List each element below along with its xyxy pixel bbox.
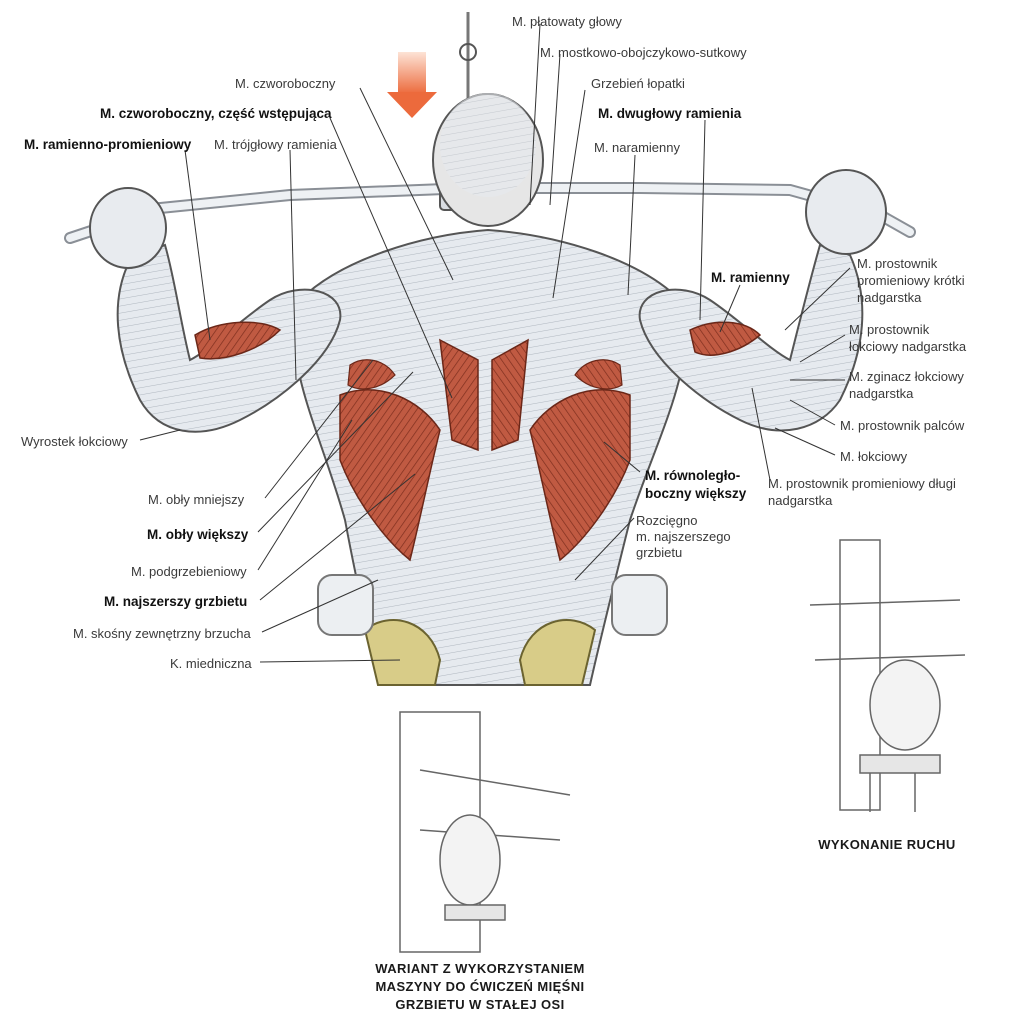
label-rownoleglo-1: M. równoległo- <box>645 468 741 483</box>
label-wyrostek: Wyrostek łokciowy <box>21 434 128 449</box>
label-m-dwuglowy: M. dwugłowy ramienia <box>598 106 742 121</box>
direction-arrow-icon <box>387 52 437 118</box>
left-arm <box>89 187 342 433</box>
label-m-obly-mniejszy: M. obły mniejszy <box>148 492 245 507</box>
label-m-skosny: M. skośny zewnętrzny brzucha <box>73 626 251 641</box>
label-m-czworoboczny: M. czworoboczny <box>235 76 336 91</box>
label-rownoleglo-2: boczny większy <box>645 486 747 501</box>
label-m-platowaty: M. płatowaty głowy <box>512 14 622 29</box>
label-prost-krotki-3: nadgarstka <box>857 290 922 305</box>
caption-wariant-3: GRZBIETU W STAŁEJ OSI <box>395 997 565 1012</box>
leader-lines <box>139 23 851 663</box>
label-prost-krotki-2: promieniowy krótki <box>857 273 965 288</box>
label-k-miedniczna: K. miedniczna <box>170 656 252 671</box>
label-m-najszerszy: M. najszerszy grzbietu <box>104 594 248 609</box>
label-m-obly-wiekszy: M. obły większy <box>147 527 249 542</box>
label-zginacz-2: nadgarstka <box>849 386 914 401</box>
label-rozciegno-3: grzbietu <box>636 545 683 560</box>
label-prost-palcow: M. prostownik palców <box>840 418 965 433</box>
label-m-ramienny: M. ramienny <box>711 270 790 285</box>
label-prost-krotki-1: M. prostownik <box>857 256 938 271</box>
caption-wykonanie: WYKONANIE RUCHU <box>818 837 956 852</box>
label-m-podgrzebieniowy: M. podgrzebieniowy <box>131 564 247 579</box>
torso <box>293 228 687 686</box>
caption-wariant-1: WARIANT Z WYKORZYSTANIEM <box>375 961 585 976</box>
inset-machine-center <box>399 711 571 953</box>
label-rozciegno-2: m. najszerszego <box>636 529 731 544</box>
inset-machine-right <box>809 539 966 812</box>
label-m-ramienno-prom: M. ramienno-promieniowy <box>24 137 192 152</box>
label-zginacz-1: M. zginacz łokciowy <box>849 369 964 384</box>
label-prost-dlugi-1: M. prostownik promieniowy długi <box>768 476 956 491</box>
label-m-lokciowy: M. łokciowy <box>840 449 908 464</box>
caption-wariant-2: MASZYNY DO ĆWICZEŃ MIĘŚNI <box>375 979 585 994</box>
right-arm <box>638 169 887 432</box>
label-prost-lokc-2: łokciowy nadgarstka <box>849 339 967 354</box>
back-muscles-red <box>339 338 631 562</box>
label-prost-dlugi-2: nadgarstka <box>768 493 833 508</box>
label-rozciegno-1: Rozcięgno <box>636 513 698 528</box>
label-prost-lokc-1: M. prostownik <box>849 322 930 337</box>
label-m-czworoboczny-wst: M. czworoboczny, część wstępująca <box>100 106 332 121</box>
label-m-mostkowo: M. mostkowo-obojczykowo-sutkowy <box>540 45 747 60</box>
label-grzebien: Grzebień łopatki <box>591 76 685 91</box>
label-m-naramienny: M. naramienny <box>594 140 680 155</box>
label-m-trojglowy: M. trójgłowy ramienia <box>214 137 337 152</box>
head <box>432 93 544 227</box>
pelvis <box>363 619 597 686</box>
